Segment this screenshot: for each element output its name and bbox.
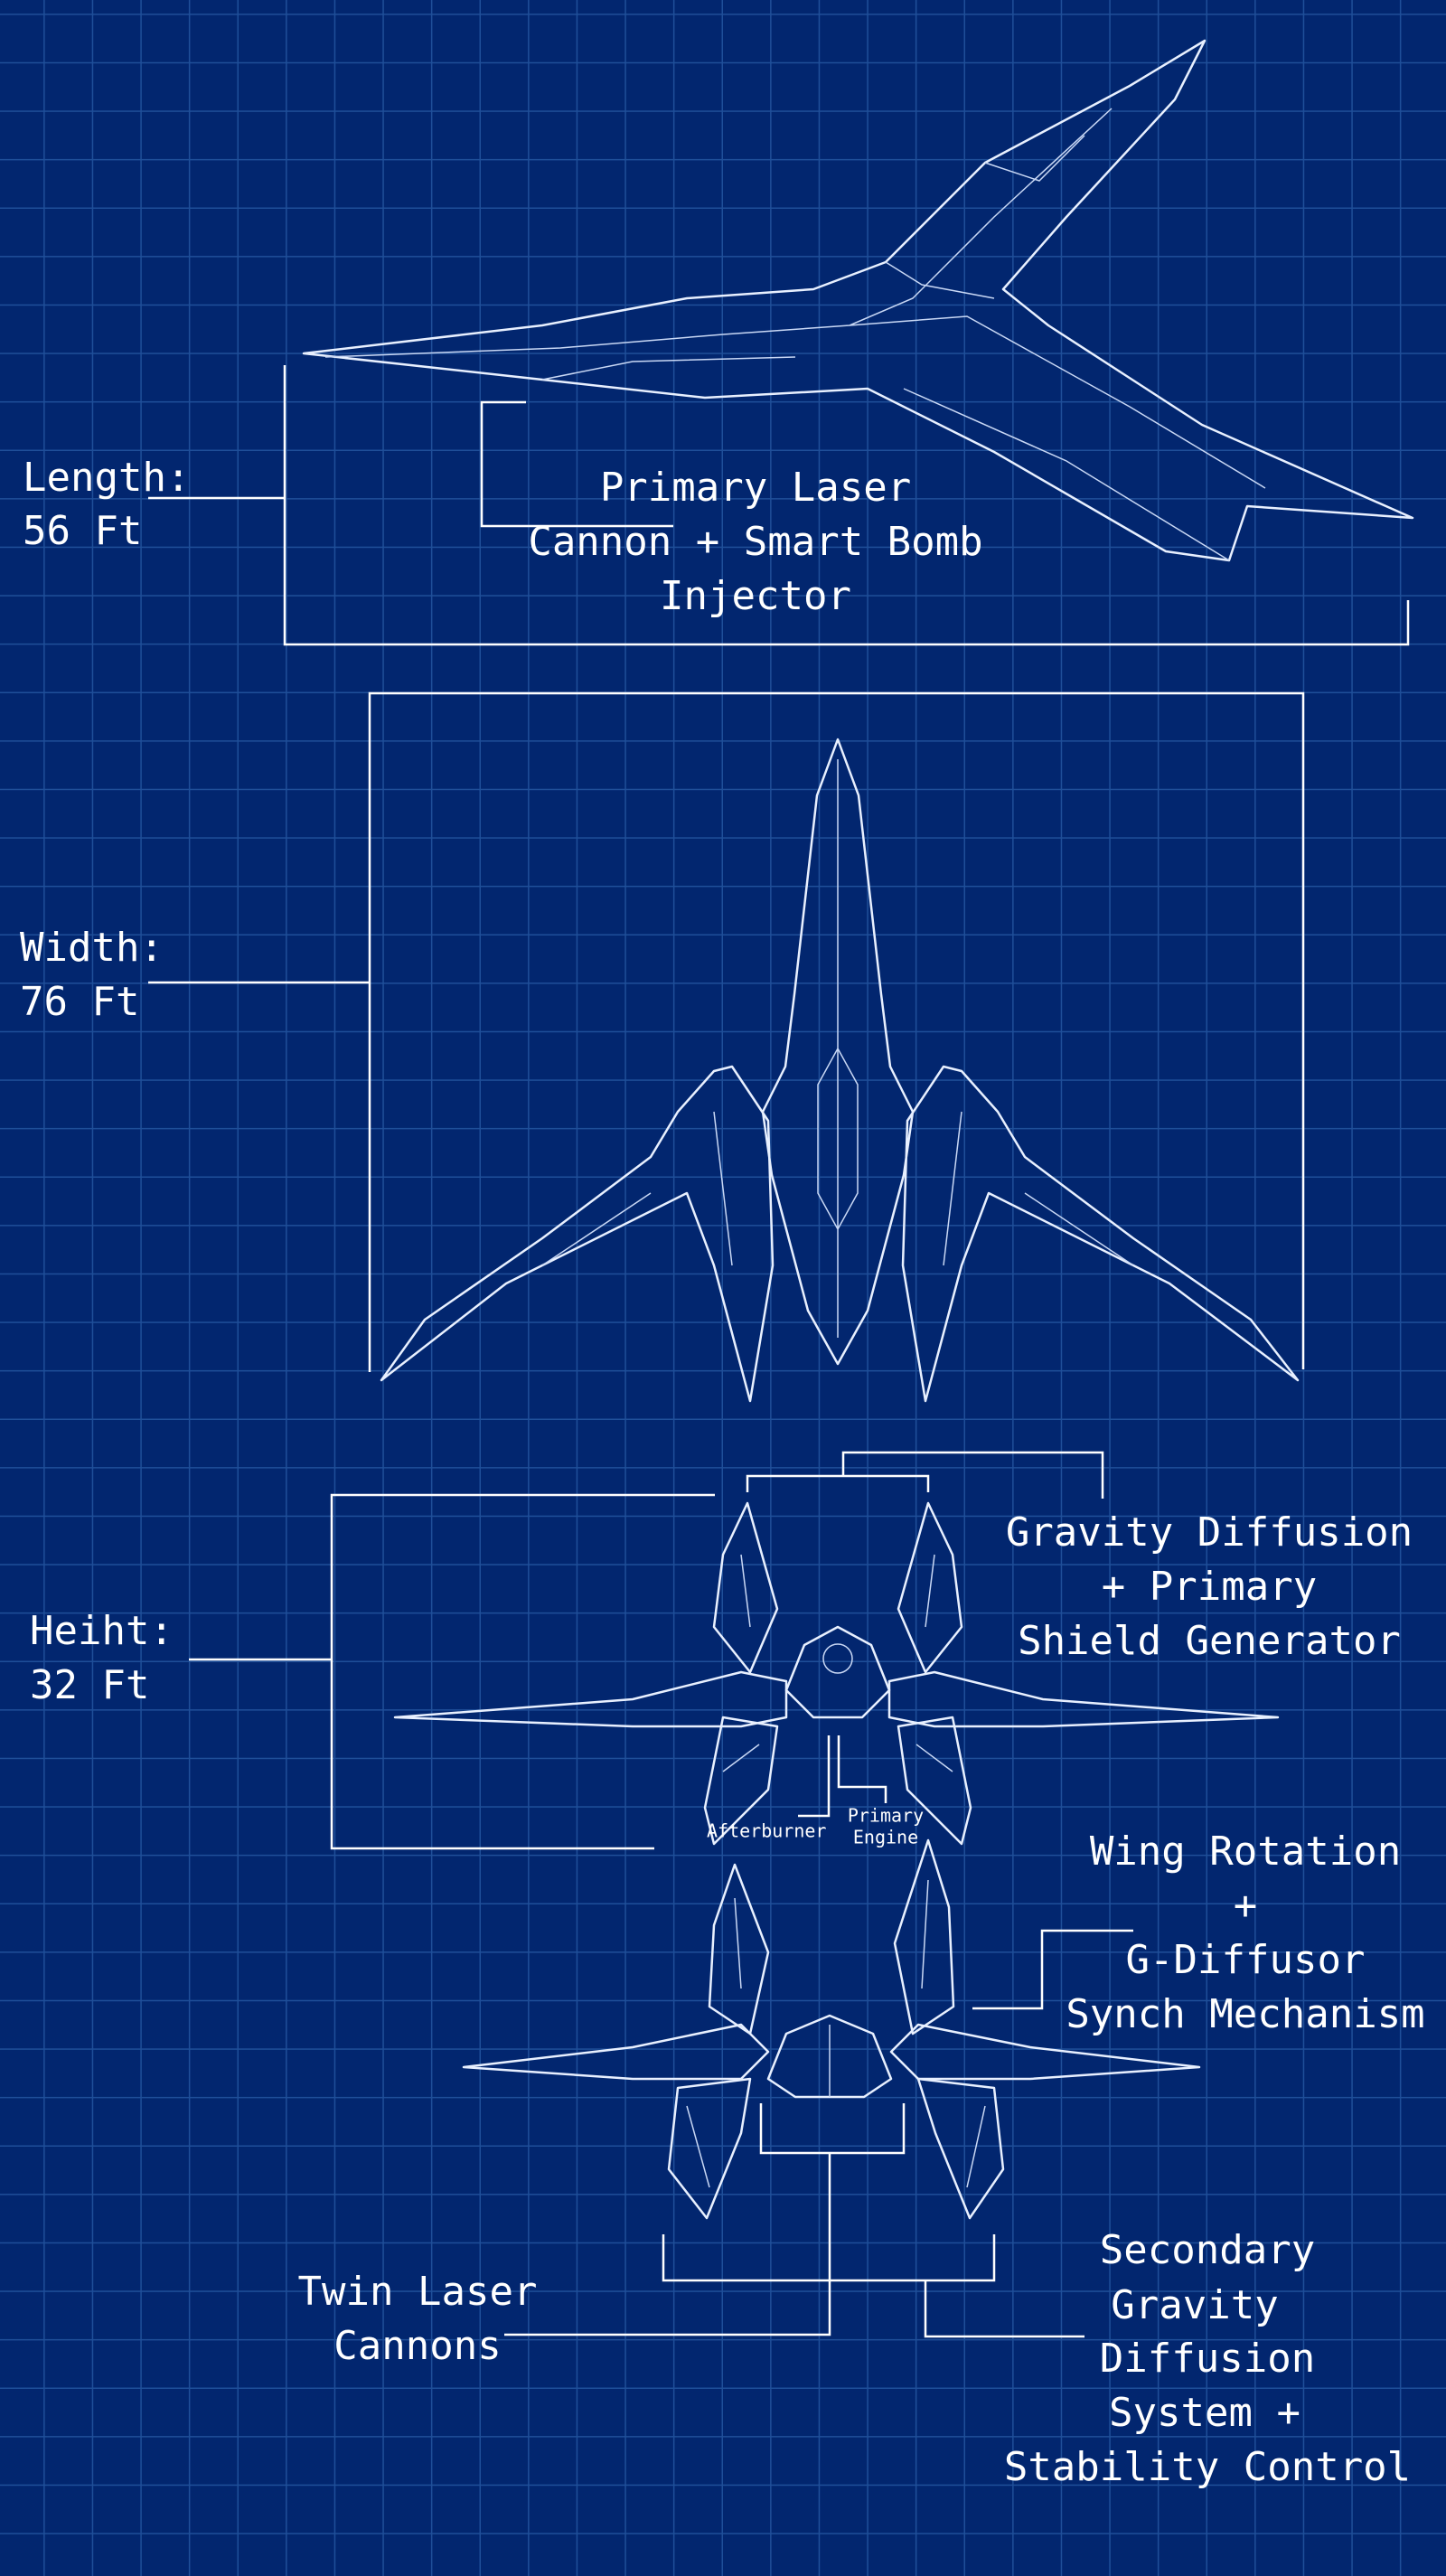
callout-line: Shield Generator <box>1018 1618 1401 1664</box>
height-label: Heiht: <box>30 1608 174 1654</box>
callout-line: Twin Laser <box>298 2269 538 2315</box>
primary-laser-callout: Primary Laser Cannon + Smart Bomb Inject… <box>480 400 983 619</box>
callout-line: Gravity Diffusion <box>1006 1509 1413 1556</box>
gravity-diffusion-callout: Gravity Diffusion + Primary Shield Gener… <box>746 1451 1413 1664</box>
callout-line: + Primary <box>1102 1564 1317 1610</box>
front-view-ship <box>462 1838 1201 2220</box>
secondary-gravity-callout: Secondary Gravity Diffusion System + Sta… <box>662 2227 1411 2490</box>
callout-line: G-Diffusor <box>1126 1937 1366 1983</box>
width-dimension: Width: 76 Ft <box>20 691 1305 1372</box>
callout-line: System + <box>1109 2390 1300 2436</box>
callout-line: + <box>1234 1883 1258 1929</box>
side-view-ship <box>302 39 1414 562</box>
height-value: 32 Ft <box>30 1662 149 1708</box>
top-view-ship <box>380 738 1300 1403</box>
callout-line: Cannon + Smart Bomb <box>528 519 982 565</box>
callout-line: Cannons <box>333 2323 501 2369</box>
callout-line: Synch Mechanism <box>1066 1991 1424 2037</box>
width-label: Width: <box>20 925 164 971</box>
callout-line: Injector <box>660 573 851 619</box>
callout-line: Wing Rotation <box>1090 1829 1401 1875</box>
callout-line: Primary Laser <box>600 465 911 511</box>
primary-engine-label: Primary <box>848 1805 924 1827</box>
rear-view-ship <box>393 1501 1280 1846</box>
engine-callouts: Afterburner Primary Engine <box>707 1735 924 1848</box>
afterburner-label: Afterburner <box>707 1820 826 1842</box>
callout-line: Diffusion <box>1100 2336 1315 2382</box>
callout-line: Gravity <box>1111 2282 1278 2328</box>
length-dimension: Length: 56 Ft <box>23 365 1410 646</box>
length-value: 56 Ft <box>23 508 142 554</box>
twin-laser-callout: Twin Laser Cannons <box>298 2103 906 2369</box>
primary-engine-label: Engine <box>853 1827 918 1848</box>
length-label: Length: <box>23 455 190 501</box>
width-value: 76 Ft <box>20 979 139 1025</box>
callout-line: Secondary <box>1100 2227 1315 2273</box>
callout-line: Stability Control <box>1004 2444 1411 2490</box>
wing-rotation-callout: Wing Rotation + G-Diffusor Synch Mechani… <box>972 1829 1425 2037</box>
height-dimension: Heiht: 32 Ft <box>30 1493 715 1850</box>
